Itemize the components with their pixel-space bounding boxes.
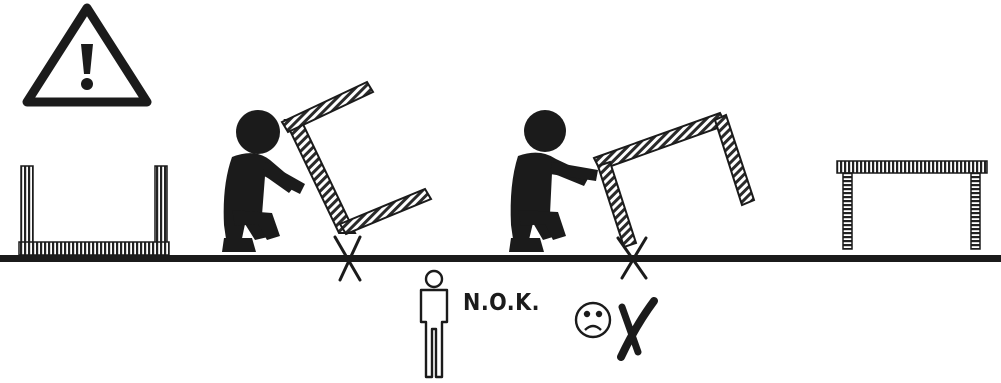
- exclamation-mark: [81, 44, 93, 74]
- nok-label: N.O.K.: [463, 292, 540, 315]
- flat-panel-left: [19, 166, 169, 255]
- upright-table-right: [837, 161, 987, 249]
- warning-triangle-icon: [27, 8, 147, 102]
- tilted-frame-2: [594, 113, 754, 247]
- tilted-frame-1: [282, 82, 431, 234]
- cross-mark-icon: [621, 301, 654, 357]
- person-icon: [421, 271, 447, 377]
- crouching-person-2: [509, 110, 598, 252]
- sad-face-icon: [576, 303, 610, 337]
- floor-line: [0, 255, 1001, 262]
